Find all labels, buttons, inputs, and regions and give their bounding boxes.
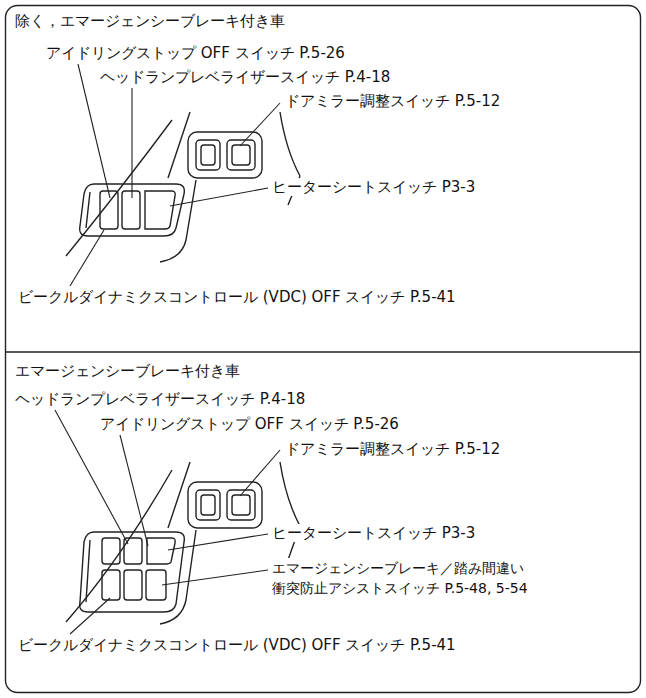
callout-label: ヘッドランプレベライザースイッチ P.4-18 <box>13 390 307 408</box>
callout-label: エマージェンシーブレーキ／踏み間違い 衝突防止アシストスイッチ P.5-48, … <box>270 558 536 598</box>
callout-label: ヒーターシートスイッチ P3-3 <box>270 178 477 196</box>
leader-lines <box>55 64 280 634</box>
callout-label: ビークルダイナミクスコントロール (VDC) OFF スイッチ P.5-41 <box>16 636 458 654</box>
callout-label: アイドリングストップ OFF スイッチ P.5-26 <box>98 415 401 433</box>
callout-label: ヘッドランプレベライザースイッチ P.4-18 <box>98 68 392 86</box>
frame <box>6 6 641 693</box>
divider <box>6 351 641 352</box>
callout-label: ドアミラー調整スイッチ P.5-12 <box>283 92 502 110</box>
switch-panel <box>66 112 300 262</box>
switch-panel <box>66 462 300 624</box>
section-heading: エマージェンシーブレーキ付き車 <box>13 362 242 380</box>
callout-label: ビークルダイナミクスコントロール (VDC) OFF スイッチ P.5-41 <box>16 288 458 306</box>
callout-label: ヒーターシートスイッチ P3-3 <box>270 524 477 542</box>
section-heading: 除く，エマージェンシーブレーキ付き車 <box>13 12 287 30</box>
callout-label: アイドリングストップ OFF スイッチ P.5-26 <box>44 44 347 62</box>
callout-label: ドアミラー調整スイッチ P.5-12 <box>283 440 502 458</box>
